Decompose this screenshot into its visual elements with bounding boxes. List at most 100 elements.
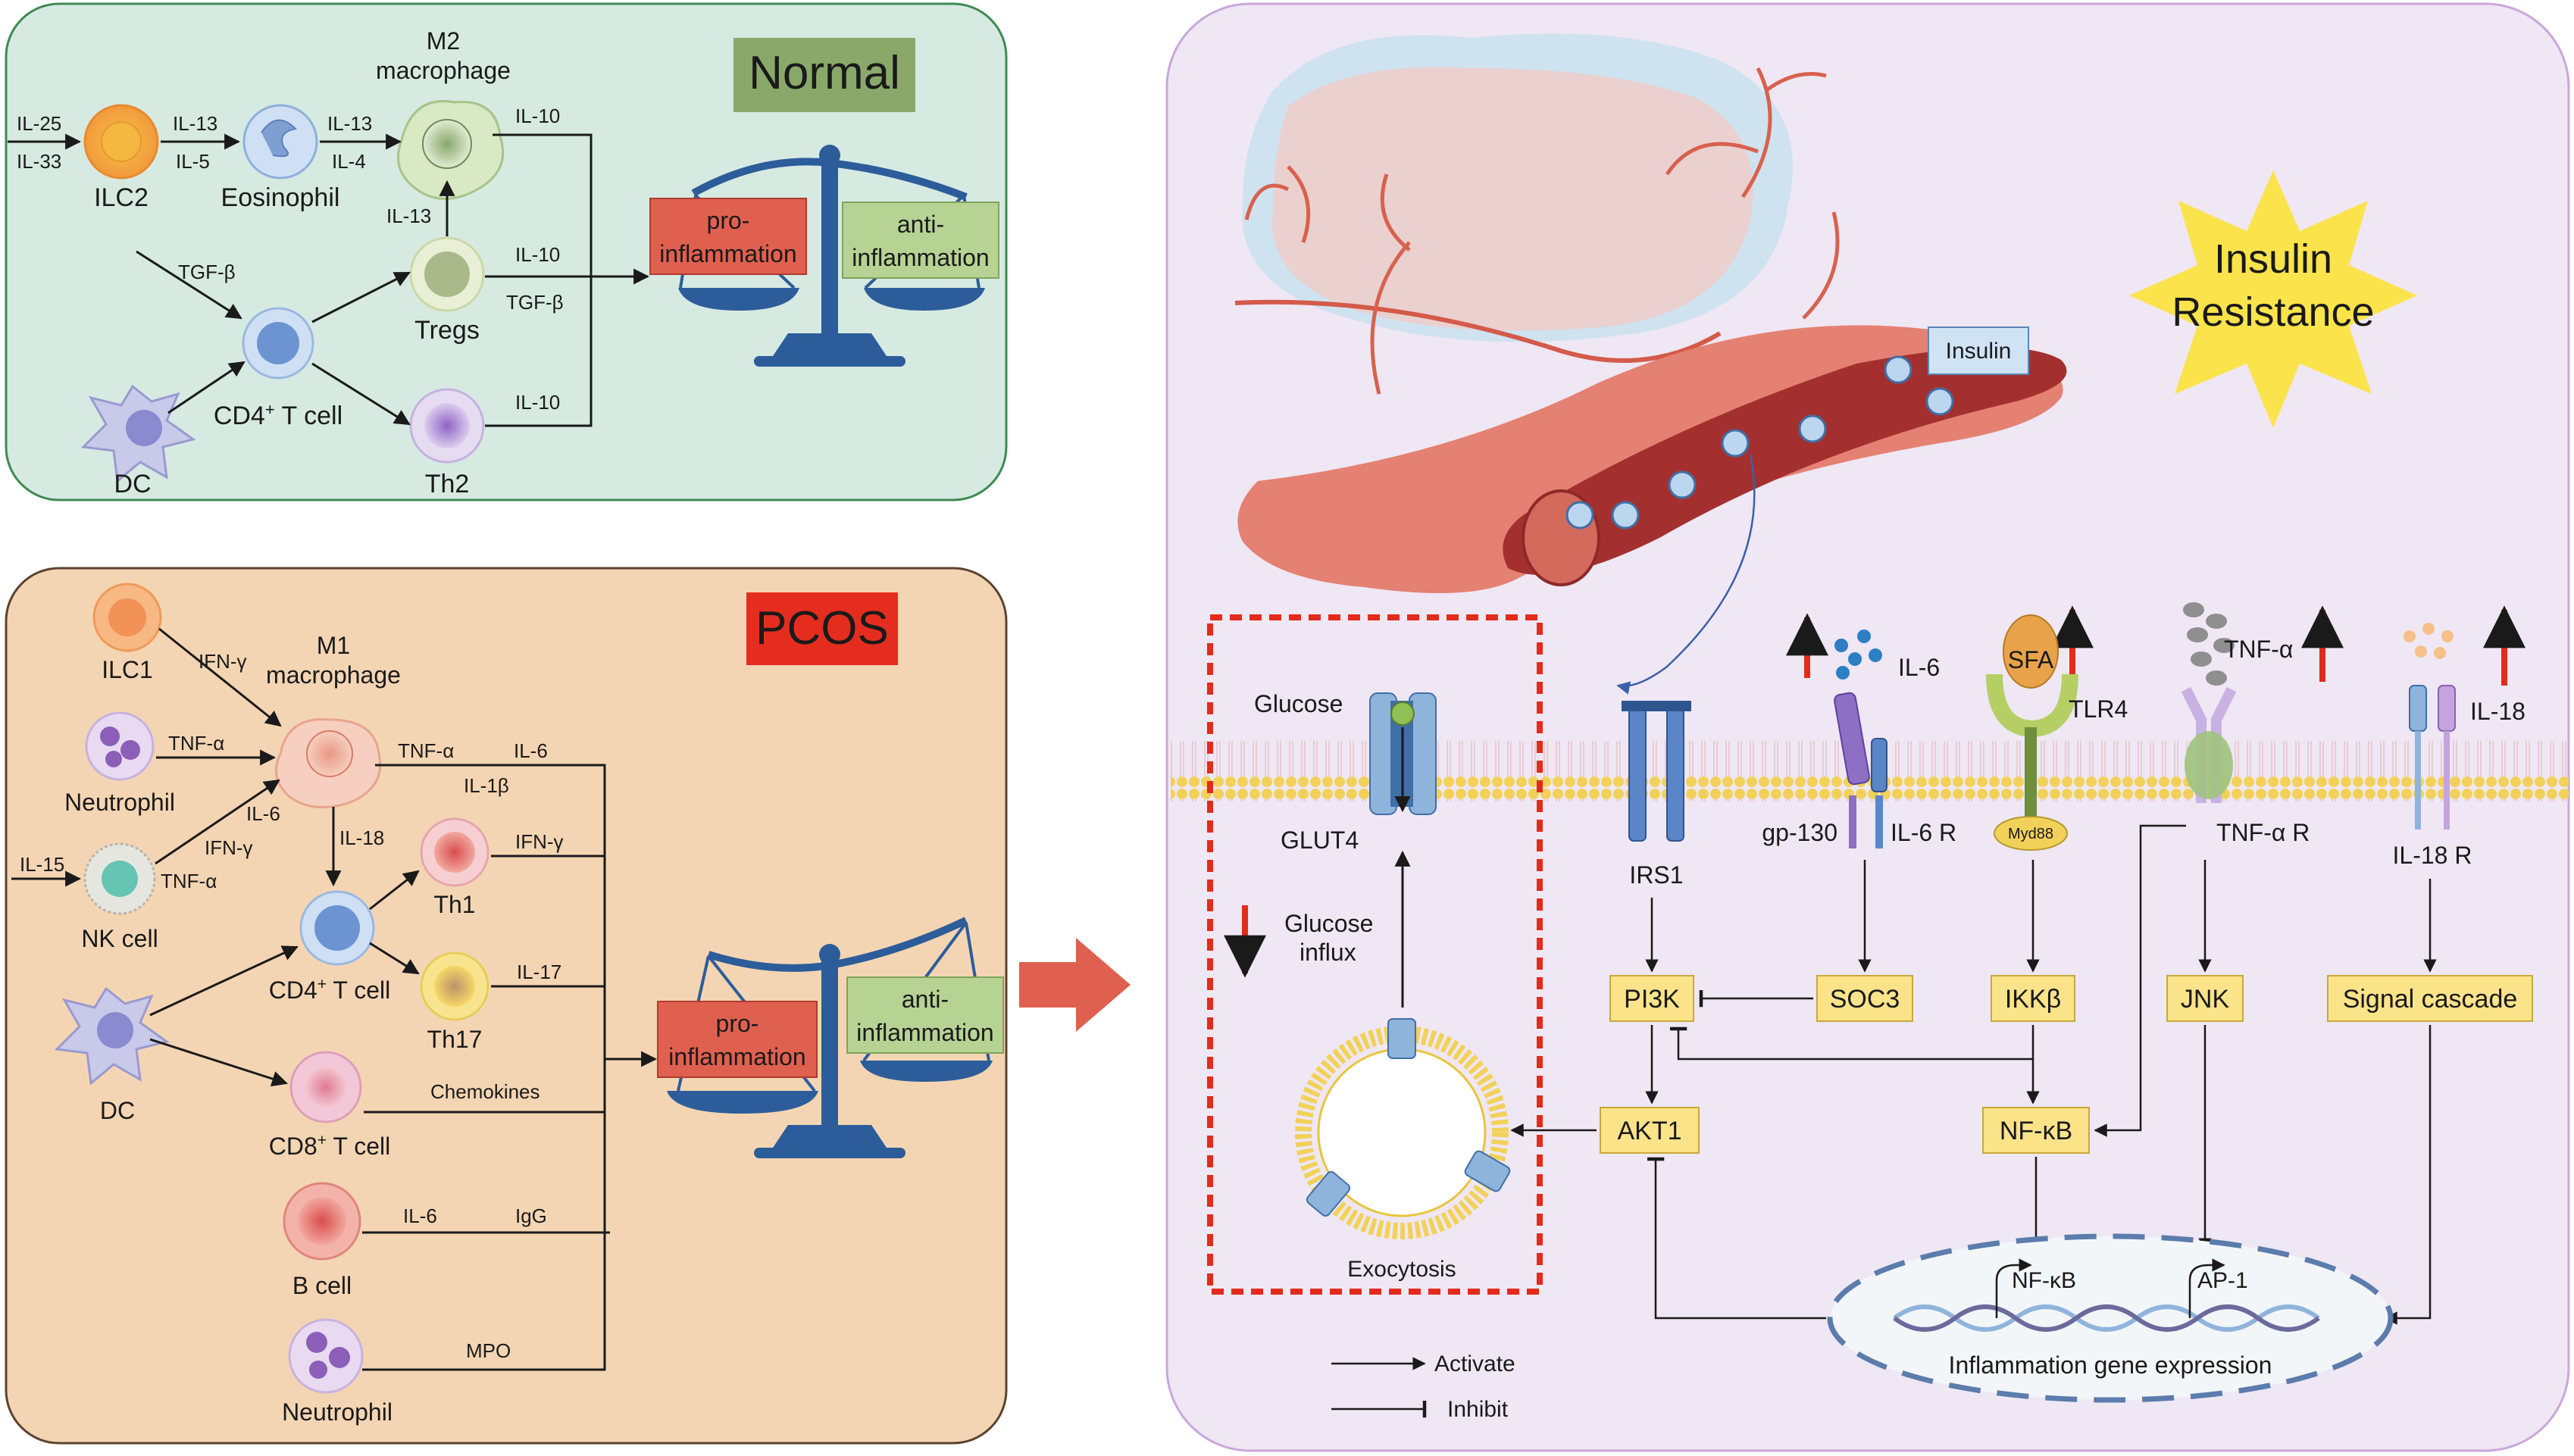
neutrophil-label-a: Neutrophil <box>64 789 175 816</box>
dc-label-pcos: DC <box>100 1097 135 1124</box>
exocytosis-vesicle <box>1295 1018 1511 1239</box>
pcos-pro-line2: inflammation <box>668 1043 805 1070</box>
pcos-panel: PCOS ILC1 Neutrophil NK cell M1 macropha… <box>5 567 1008 1445</box>
pcos-anti-box <box>846 976 1004 1054</box>
pcos-title-box <box>746 592 898 665</box>
pcos-pro-box <box>657 1001 818 1078</box>
label-il13-c: IL-13 <box>386 205 431 227</box>
soc3-label: SOC3 <box>1830 985 1900 1014</box>
ap1-gene-label: AP-1 <box>2197 1268 2248 1293</box>
normal-pro-line1: pro- <box>707 207 750 234</box>
insulin-label: Insulin <box>1946 339 2012 364</box>
arrow-cd4-tregs <box>311 271 411 323</box>
th2-cell <box>409 388 485 464</box>
pcos-anti-line1: anti- <box>902 986 949 1013</box>
label-tnfa-c: TNF-α <box>398 739 454 762</box>
pi3k-label: PI3K <box>1624 985 1680 1014</box>
dc-cell-pcos <box>54 986 170 1086</box>
tregs-label: Tregs <box>414 316 480 345</box>
label-il10-b: IL-10 <box>515 243 560 266</box>
signal-cascade-node <box>2327 975 2533 1022</box>
th1-cell <box>420 817 489 887</box>
dc-cell-normal <box>80 384 196 483</box>
label-tgfb-a: TGF-β <box>178 261 236 283</box>
pcos-anti-line2: inflammation <box>856 1019 993 1046</box>
th1-label: Th1 <box>433 891 475 918</box>
tnfa-molecules <box>2183 602 2235 686</box>
m1-macrophage-cell <box>274 718 382 809</box>
pcos-pro-line1: pro- <box>716 1010 759 1037</box>
il18r-label: IL-18 R <box>2393 842 2472 869</box>
ikkb-node <box>1991 975 2075 1022</box>
label-il1b: IL-1β <box>464 774 509 797</box>
jnk-label: JNK <box>2181 985 2230 1014</box>
m2-label-line1: M2 <box>427 27 460 55</box>
dna-helix <box>1893 1304 2320 1332</box>
label-il10-c: IL-10 <box>515 391 560 414</box>
blood-vessel <box>1237 325 2067 593</box>
tnfa-label: TNF-α <box>2224 636 2293 663</box>
legend-activate-label: Activate <box>1434 1351 1515 1376</box>
m2-macrophage-cell <box>397 100 505 200</box>
insulin-label-box <box>1928 327 2029 375</box>
label-mpo: MPO <box>466 1339 511 1362</box>
il6-molecules <box>1834 630 1882 680</box>
nfkb-node <box>1982 1107 2090 1154</box>
label-il15: IL-15 <box>20 853 64 876</box>
ap1-gene-arrow <box>2188 1258 2225 1318</box>
m1-label-line1: M1 <box>317 632 350 659</box>
m1-label-line2: macrophage <box>266 661 401 689</box>
glut4-label: GLUT4 <box>1281 826 1359 854</box>
neutrophil-cell-a <box>85 711 155 781</box>
bracket-normal <box>485 133 593 427</box>
soc3-node <box>1816 975 1913 1022</box>
pcos-title: PCOS <box>755 602 889 655</box>
gene-expression-label: Inflammation gene expression <box>1949 1351 2272 1379</box>
nfkb-gene-label: NF-κB <box>2012 1268 2076 1293</box>
tnfar-label: TNF-α R <box>2216 819 2310 846</box>
label-il25: IL-25 <box>17 112 61 135</box>
ilc2-label: ILC2 <box>94 183 149 212</box>
tnfa-receptor <box>2181 686 2237 803</box>
normal-pro-line2: inflammation <box>659 240 796 267</box>
label-il5: IL-5 <box>176 150 210 173</box>
insulin-molecules <box>1565 355 1954 530</box>
ikkb-label: IKKβ <box>2005 985 2061 1014</box>
arrow-dc-cd4 <box>149 945 299 1017</box>
glucose-label: Glucose <box>1254 690 1343 717</box>
arrow-dc-cd8 <box>149 1038 288 1087</box>
arrow-ilc1-m1 <box>158 627 282 727</box>
il6r-label: IL-6 R <box>1891 819 1956 846</box>
bracket-pcos <box>362 764 606 1371</box>
normal-anti-line1: anti- <box>897 211 944 238</box>
glucose-influx-line2: influx <box>1300 939 1356 966</box>
adipose-tissue <box>1234 33 1840 395</box>
pcos-panel-bg <box>5 567 1008 1445</box>
label-chemokines: Chemokines <box>430 1080 540 1103</box>
jnk-node <box>2166 975 2244 1022</box>
th17-cell <box>420 951 489 1021</box>
il18-molecules <box>2404 623 2454 659</box>
label-il10-a: IL-10 <box>515 105 560 127</box>
il6-receptor <box>1834 692 1887 848</box>
th2-label: Th2 <box>425 470 470 498</box>
cd8-cell <box>289 1051 362 1123</box>
irs1-label: IRS1 <box>1629 861 1683 889</box>
nucleus <box>1827 1233 2394 1403</box>
signal-cascade-label: Signal cascade <box>2343 985 2518 1014</box>
arrow-cd4-th1 <box>369 870 420 911</box>
insulin-resistance-burst <box>2129 170 2417 428</box>
burst-line2: Resistance <box>2172 289 2374 335</box>
tregs-cell <box>409 236 485 312</box>
arrow-tgfb-cd4 <box>136 250 242 320</box>
il18-receptor <box>2409 685 2456 830</box>
label-ifng-b: IFN-γ <box>205 836 253 859</box>
normal-anti-line2: inflammation <box>852 244 989 271</box>
arrow-cascade-nucleus <box>2384 1025 2432 1325</box>
arrow-dc-cd4 <box>167 361 246 414</box>
tlr4-receptor <box>1986 614 2078 851</box>
inhibit-ikkb-pi3k <box>1669 1025 2034 1061</box>
label-tnfa-a: TNF-α <box>168 732 224 755</box>
cd4-cell-pcos <box>299 890 375 966</box>
